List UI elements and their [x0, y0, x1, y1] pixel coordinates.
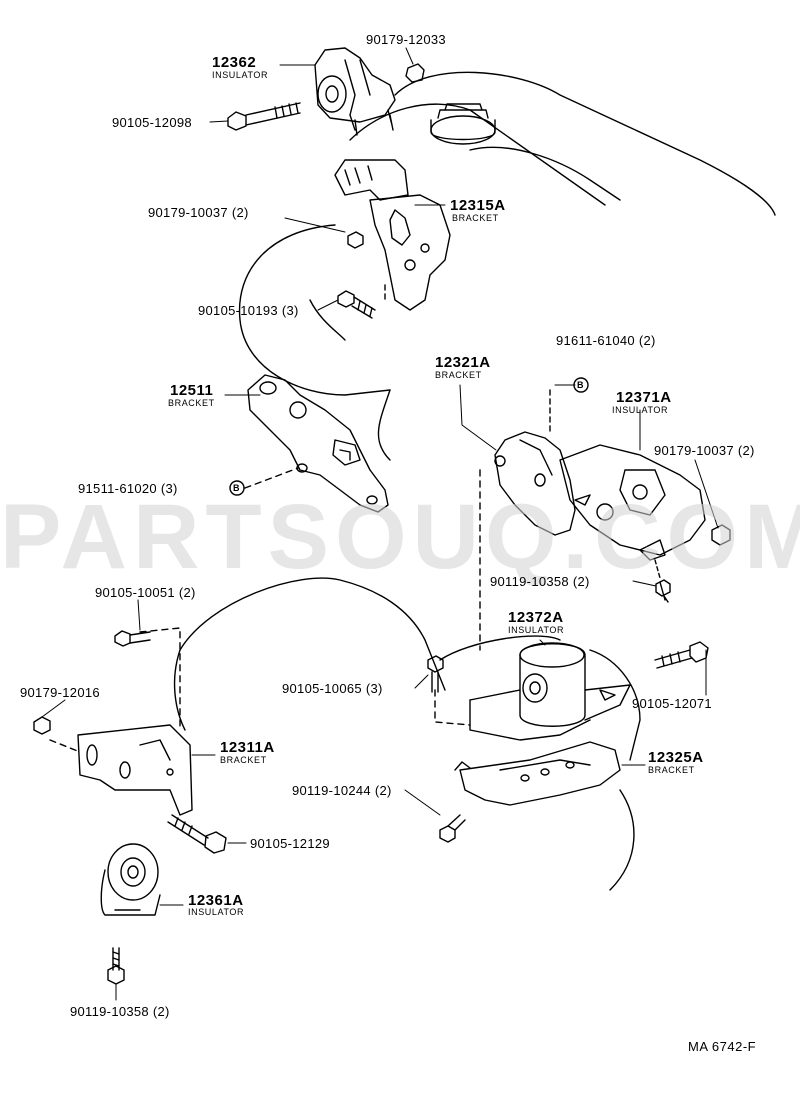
- label-12371a: 12371A: [616, 389, 672, 406]
- bolt-90119-10358-upper: [654, 559, 671, 603]
- label-12315a-sub: BRACKET: [452, 213, 499, 223]
- label-90105-10065: 90105-10065 (3): [282, 681, 383, 696]
- insulator-12371a: [559, 444, 706, 561]
- insulator-12361a: [100, 843, 161, 916]
- guide-lines: [49, 467, 481, 753]
- label-12361a: 12361A: [188, 892, 244, 909]
- callout-circles: [229, 377, 589, 496]
- label-12371a-sub: INSULATOR: [612, 405, 669, 415]
- insulator-12362: [314, 47, 396, 136]
- bolt-90119-10358-lower: [107, 947, 125, 985]
- bolt-90105-12071: [654, 641, 709, 669]
- label-90105-12098: 90105-12098: [112, 115, 192, 130]
- bracket-12325a: [454, 741, 621, 806]
- label-12315a: 12315A: [450, 197, 506, 214]
- label-12362-sub: INSULATOR: [212, 70, 269, 80]
- bracket-12311a: [77, 724, 193, 816]
- label-12321a-sub: BRACKET: [435, 370, 482, 380]
- bolt-90105-10051: [114, 630, 151, 647]
- bolt-90105-10193: [337, 284, 386, 319]
- leader-lines: [41, 47, 719, 1001]
- label-90119-10244: 90119-10244 (2): [292, 783, 392, 798]
- insulator-12372a: [469, 642, 631, 741]
- label-12511: 12511: [170, 382, 214, 399]
- nut-90179-10037-top: [347, 231, 364, 249]
- label-90119-10358-upper: 90119-10358 (2): [490, 574, 590, 589]
- bolt-90105-12129: [167, 814, 227, 854]
- label-12511-sub: BRACKET: [168, 398, 215, 408]
- label-12311a-sub: BRACKET: [220, 755, 267, 765]
- label-12362: 12362: [212, 54, 257, 71]
- label-12372a-sub: INSULATOR: [508, 625, 565, 635]
- callout-b-left-label: B: [233, 483, 241, 493]
- callout-b-right-label: B: [577, 380, 585, 390]
- label-12311a: 12311A: [220, 739, 275, 756]
- label-91511-61020: 91511-61020 (3): [78, 481, 178, 496]
- diagram-code: MA 6742-F: [688, 1039, 757, 1054]
- label-91611-61040: 91611-61040 (2): [556, 333, 656, 348]
- nut-90179-12016: [33, 716, 51, 735]
- engine-outline: [238, 71, 776, 461]
- callout-b-left: [229, 480, 245, 496]
- watermark: PARTSOUQ.COM: [0, 486, 800, 588]
- label-90179-12016: 90179-12016: [20, 685, 100, 700]
- transaxle-outline: [173, 577, 641, 891]
- bolt-90105-12098: [227, 102, 301, 131]
- bracket-12315a: [334, 159, 451, 311]
- bracket-12511: [247, 374, 389, 513]
- nut-90179-10037-right: [711, 524, 731, 546]
- label-90179-10037-right: 90179-10037 (2): [654, 443, 755, 458]
- label-90105-10051: 90105-10051 (2): [95, 585, 196, 600]
- label-12321a: 12321A: [435, 354, 491, 371]
- bolt-90105-10065: [427, 655, 444, 693]
- label-12372a: 12372A: [508, 609, 564, 626]
- label-90105-12129: 90105-12129: [250, 836, 330, 851]
- label-90119-10358-lower: 90119-10358 (2): [70, 1004, 170, 1019]
- label-90105-12071: 90105-12071: [632, 696, 712, 711]
- bolt-90119-10244: [439, 814, 466, 843]
- label-12361a-sub: INSULATOR: [188, 907, 245, 917]
- label-90179-12033: 90179-12033: [366, 32, 446, 47]
- nut-90179-12033: [405, 63, 425, 83]
- callout-b-right: [573, 377, 589, 393]
- label-12325a: 12325A: [648, 749, 704, 766]
- label-90105-10193: 90105-10193 (3): [198, 303, 299, 318]
- label-12325a-sub: BRACKET: [648, 765, 695, 775]
- label-90179-10037-top: 90179-10037 (2): [148, 205, 249, 220]
- bracket-12321a: [494, 389, 576, 536]
